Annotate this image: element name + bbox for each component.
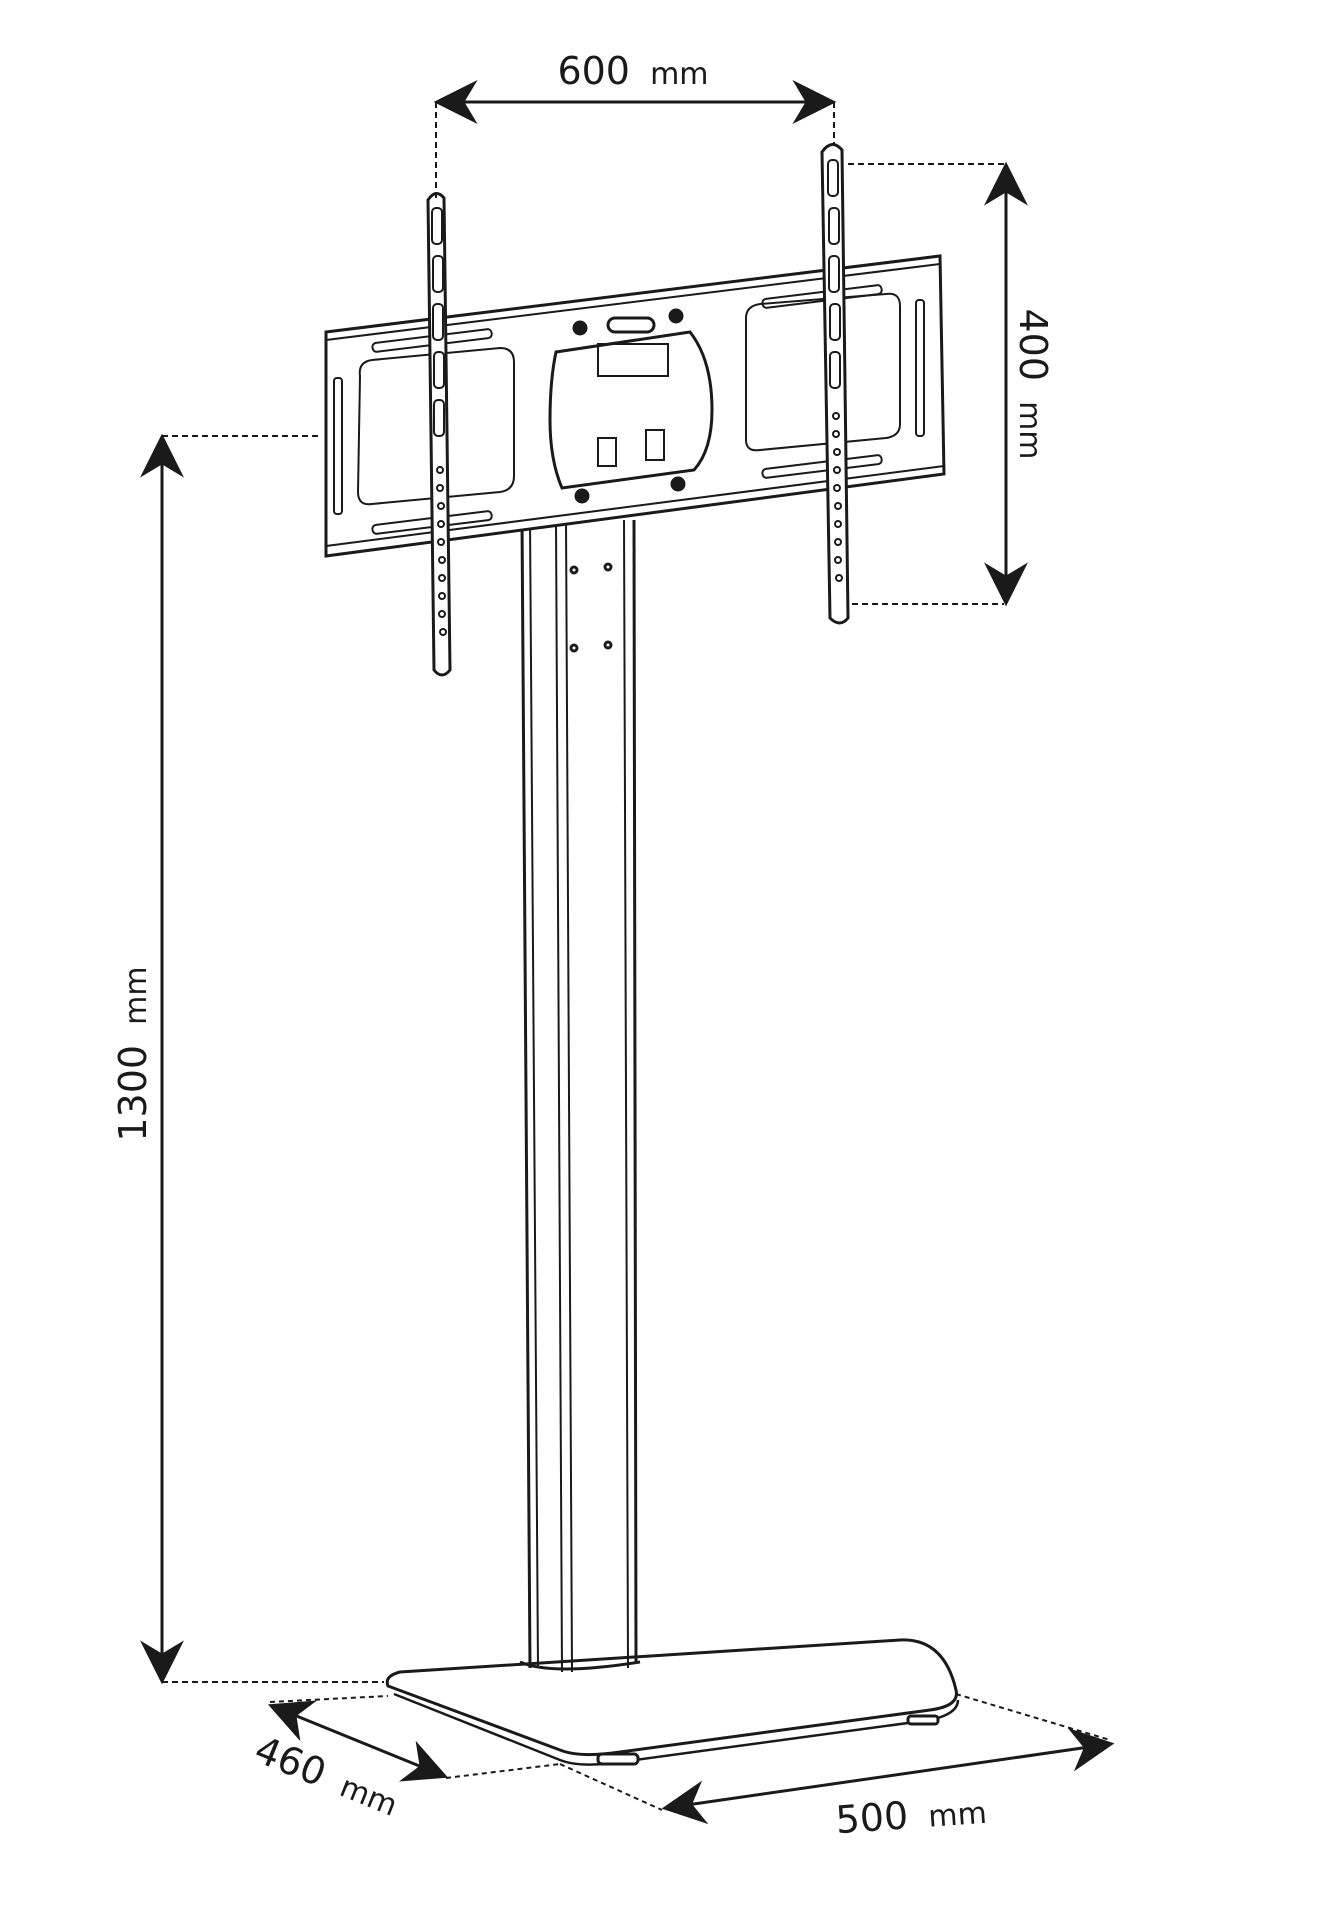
svg-text:500 mm: 500 mm [834, 1788, 988, 1842]
dimension-vesa-width: 600 mm [433, 49, 837, 200]
right-vertical-arm [820, 143, 850, 625]
base-depth-unit: mm [335, 1769, 402, 1823]
svg-text:400 mm: 400 mm [1011, 308, 1055, 459]
svg-text:1300 mm: 1300 mm [111, 966, 155, 1141]
base-plate [385, 1638, 960, 1766]
stand-column [519, 519, 641, 1673]
dimension-vesa-height: 400 mm [848, 161, 1055, 607]
vesa-height-value: 400 [1011, 308, 1055, 381]
vesa-height-unit: mm [1012, 401, 1047, 459]
stand-height-unit: mm [119, 966, 154, 1024]
vesa-width-unit: mm [650, 57, 708, 92]
dimension-base-width: 500 mm [559, 1693, 1115, 1842]
base-width-value: 500 [834, 1793, 909, 1842]
svg-text:600 mm: 600 mm [557, 49, 708, 93]
base-width-unit: mm [927, 1796, 988, 1835]
base-depth-value: 460 [249, 1727, 333, 1795]
left-vertical-arm [426, 192, 452, 677]
mounting-plate [324, 254, 946, 558]
svg-text:460 mm: 460 mm [249, 1727, 406, 1824]
stand-height-value: 1300 [111, 1045, 155, 1142]
dimension-stand-height: 1300 mm [111, 433, 384, 1685]
vesa-width-value: 600 [557, 49, 630, 93]
